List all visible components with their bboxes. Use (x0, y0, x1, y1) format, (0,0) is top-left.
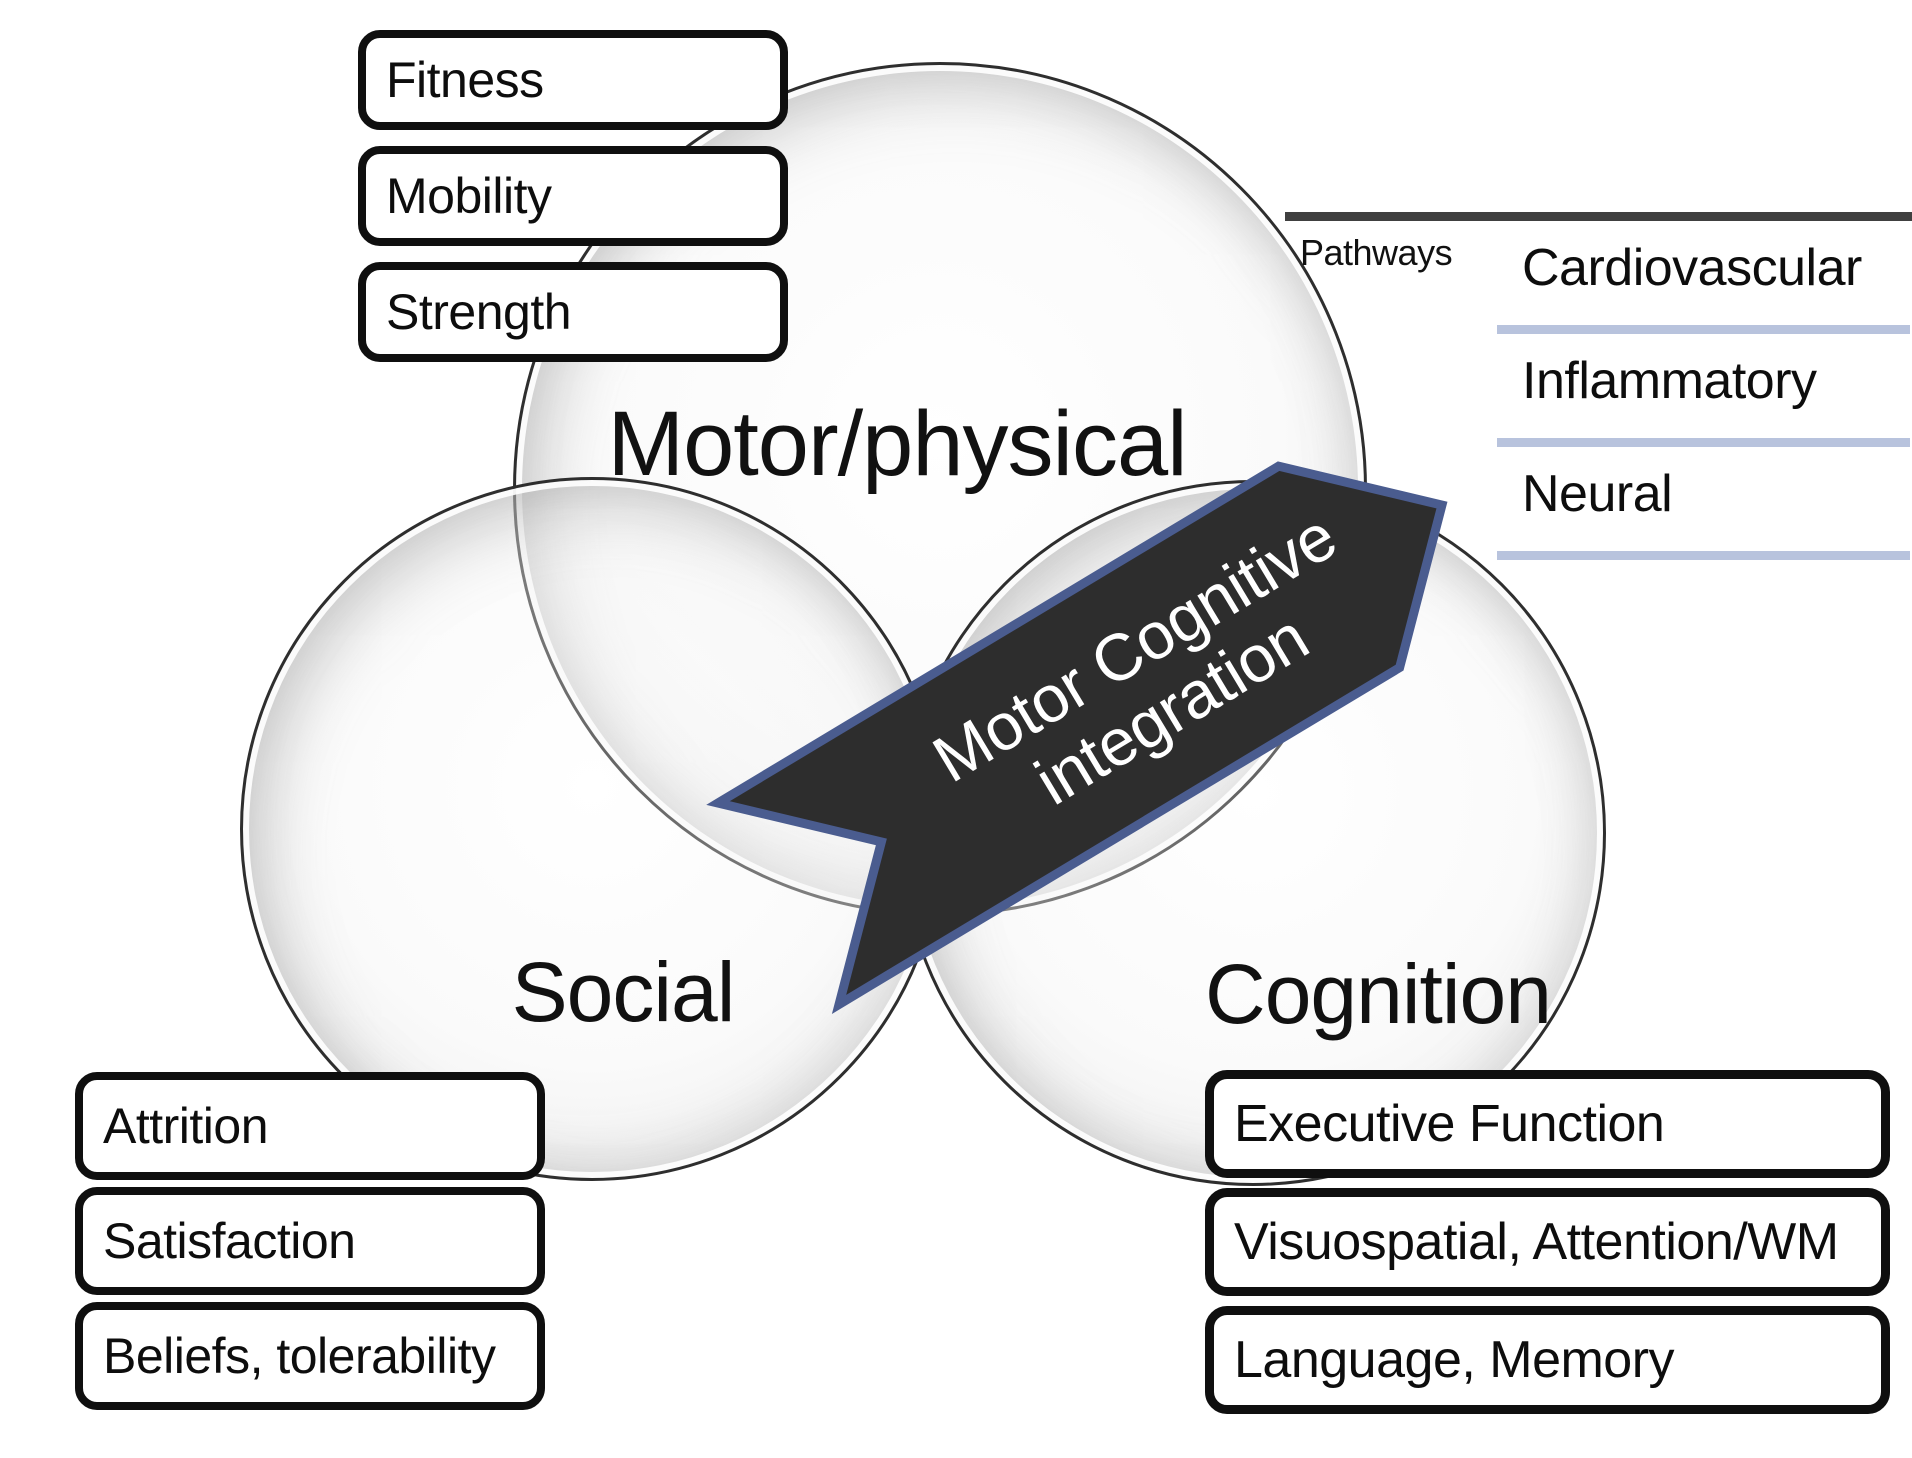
factor-box: Language, Memory (1205, 1306, 1890, 1414)
row-divider (1497, 325, 1910, 334)
pathways-label: Pathways (1300, 232, 1453, 273)
circle-label-cognition: Cognition (1205, 947, 1552, 1041)
factor-box: Mobility (358, 146, 788, 246)
factor-label: Strength (386, 284, 572, 340)
factor-label: Executive Function (1234, 1095, 1665, 1153)
chevron-arrow-shape (706, 461, 1448, 1014)
factor-label: Visuospatial, Attention/WM (1234, 1213, 1839, 1271)
row-divider (1497, 551, 1910, 560)
factor-box: Attrition (75, 1072, 545, 1180)
pathways-rows: Cardiovascular Inflammatory Neural (1285, 221, 1912, 560)
pathways-table: Pathways Cardiovascular Inflammatory Neu… (1285, 212, 1912, 560)
factor-label: Mobility (386, 168, 552, 224)
pathway-label: Neural (1522, 465, 1673, 524)
factor-box: Fitness (358, 30, 788, 130)
pathway-row: Neural (1285, 447, 1912, 560)
factor-label: Attrition (103, 1098, 269, 1154)
pathways-header-line (1285, 212, 1912, 221)
factor-label: Language, Memory (1234, 1331, 1675, 1389)
social-factor-box-group: Attrition Satisfaction Beliefs, tolerabi… (75, 1072, 545, 1410)
row-divider (1497, 438, 1910, 447)
circle-label-motor-physical: Motor/physical (607, 393, 1187, 495)
pathway-row: Cardiovascular (1285, 221, 1912, 334)
factor-box: Beliefs, tolerability (75, 1302, 545, 1410)
factor-label: Beliefs, tolerability (103, 1328, 496, 1384)
pathway-label: Inflammatory (1522, 352, 1817, 411)
pathway-label: Cardiovascular (1522, 239, 1862, 298)
circle-label-social: Social (511, 945, 736, 1039)
factor-label: Fitness (386, 52, 544, 108)
factor-box: Satisfaction (75, 1187, 545, 1295)
factor-box: Visuospatial, Attention/WM (1205, 1188, 1890, 1296)
factor-box: Executive Function (1205, 1070, 1890, 1178)
motor-cognitive-integration-arrow: Motor Cognitive integration (706, 404, 1502, 1014)
cognition-factor-box-group: Executive Function Visuospatial, Attenti… (1205, 1070, 1890, 1414)
pathway-row: Inflammatory (1285, 334, 1912, 447)
motor-factor-box-group: Fitness Mobility Strength (358, 30, 788, 362)
factor-label: Satisfaction (103, 1213, 356, 1269)
factor-box: Strength (358, 262, 788, 362)
